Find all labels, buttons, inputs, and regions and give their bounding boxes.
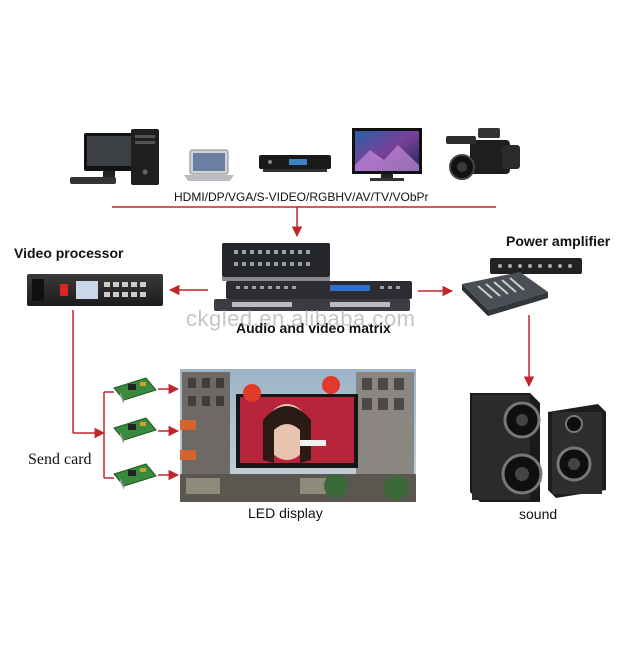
power-amplifier-label: Power amplifier: [506, 233, 611, 249]
send-card-label: Send card: [28, 451, 92, 468]
video-processor-label: Video processor: [14, 245, 124, 261]
television-icon: [352, 128, 422, 181]
signal-types-label: HDMI/DP/VGA/S-VIDEO/RGBHV/AV/TV/VObPr: [174, 190, 429, 204]
led-screen-image: [180, 369, 416, 502]
speaker-icon: [470, 393, 543, 502]
watermark-text: ckgled.en.alibaba.com: [186, 306, 416, 331]
source-bus-connector: [112, 206, 496, 238]
processor-to-sendcard-connector: [72, 310, 114, 479]
video-camera-icon: [446, 128, 520, 180]
send-card-icon: [113, 463, 157, 490]
sound-label: sound: [519, 506, 558, 522]
laptop-icon: [184, 149, 234, 181]
matrix-label: Audio and video matrix: [236, 320, 391, 336]
send-card-icon: [113, 417, 157, 444]
video-processor-device: [27, 274, 163, 306]
sendcard-to-display-arrows: [158, 383, 180, 481]
desktop-computer-icon: [70, 129, 159, 185]
speaker-icon: [548, 404, 606, 498]
send-card-icon: [113, 377, 157, 404]
led-display-label: LED display: [248, 505, 323, 521]
audio-mixer-device: [462, 258, 582, 316]
av-matrix-device: [214, 243, 412, 311]
set-top-box-icon: [259, 155, 331, 172]
